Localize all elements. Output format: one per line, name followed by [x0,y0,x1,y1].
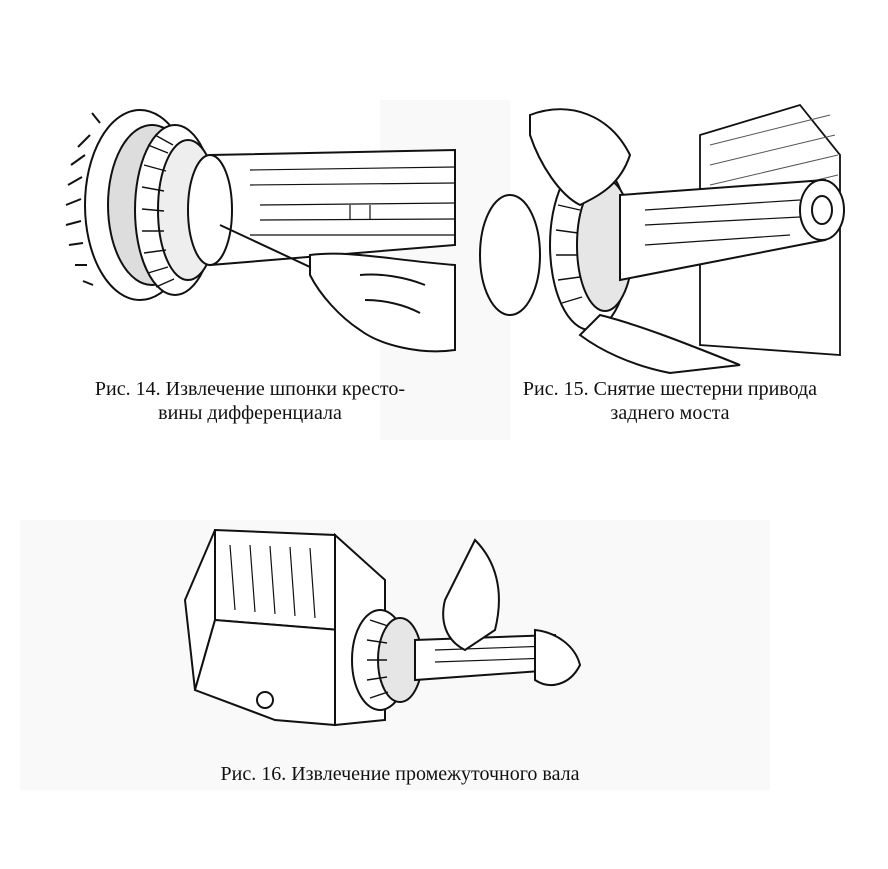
figure-15-caption-line-1: Рис. 15. Снятие шестерни привода [522,378,818,400]
figure-14-illustration [60,95,460,375]
figure-14-caption: Рис. 14. Извлечение шпонки кресто- вины … [60,377,440,425]
figure-16-caption-line-1: Рис. 16. Извлечение промежуточного вала [220,763,580,785]
hand [309,252,456,353]
shaft [619,178,845,282]
figure-15-caption: Рис. 15. Снятие шестерни привода заднего… [470,377,870,425]
shaft [187,148,456,267]
figure-14-caption-line-1: Рис. 14. Извлечение шпонки кресто- [94,378,406,400]
gearbox-housing [183,528,386,727]
hands [442,538,582,686]
figure-14-caption-line-2: вины дифференциала [158,402,342,424]
hands [529,108,741,375]
figure-16-illustration [175,520,585,760]
figure-15-illustration [470,95,850,375]
figure-16-caption: Рис. 16. Извлечение промежуточного вала [175,762,625,786]
figure-15-caption-line-2: заднего моста [610,402,730,424]
